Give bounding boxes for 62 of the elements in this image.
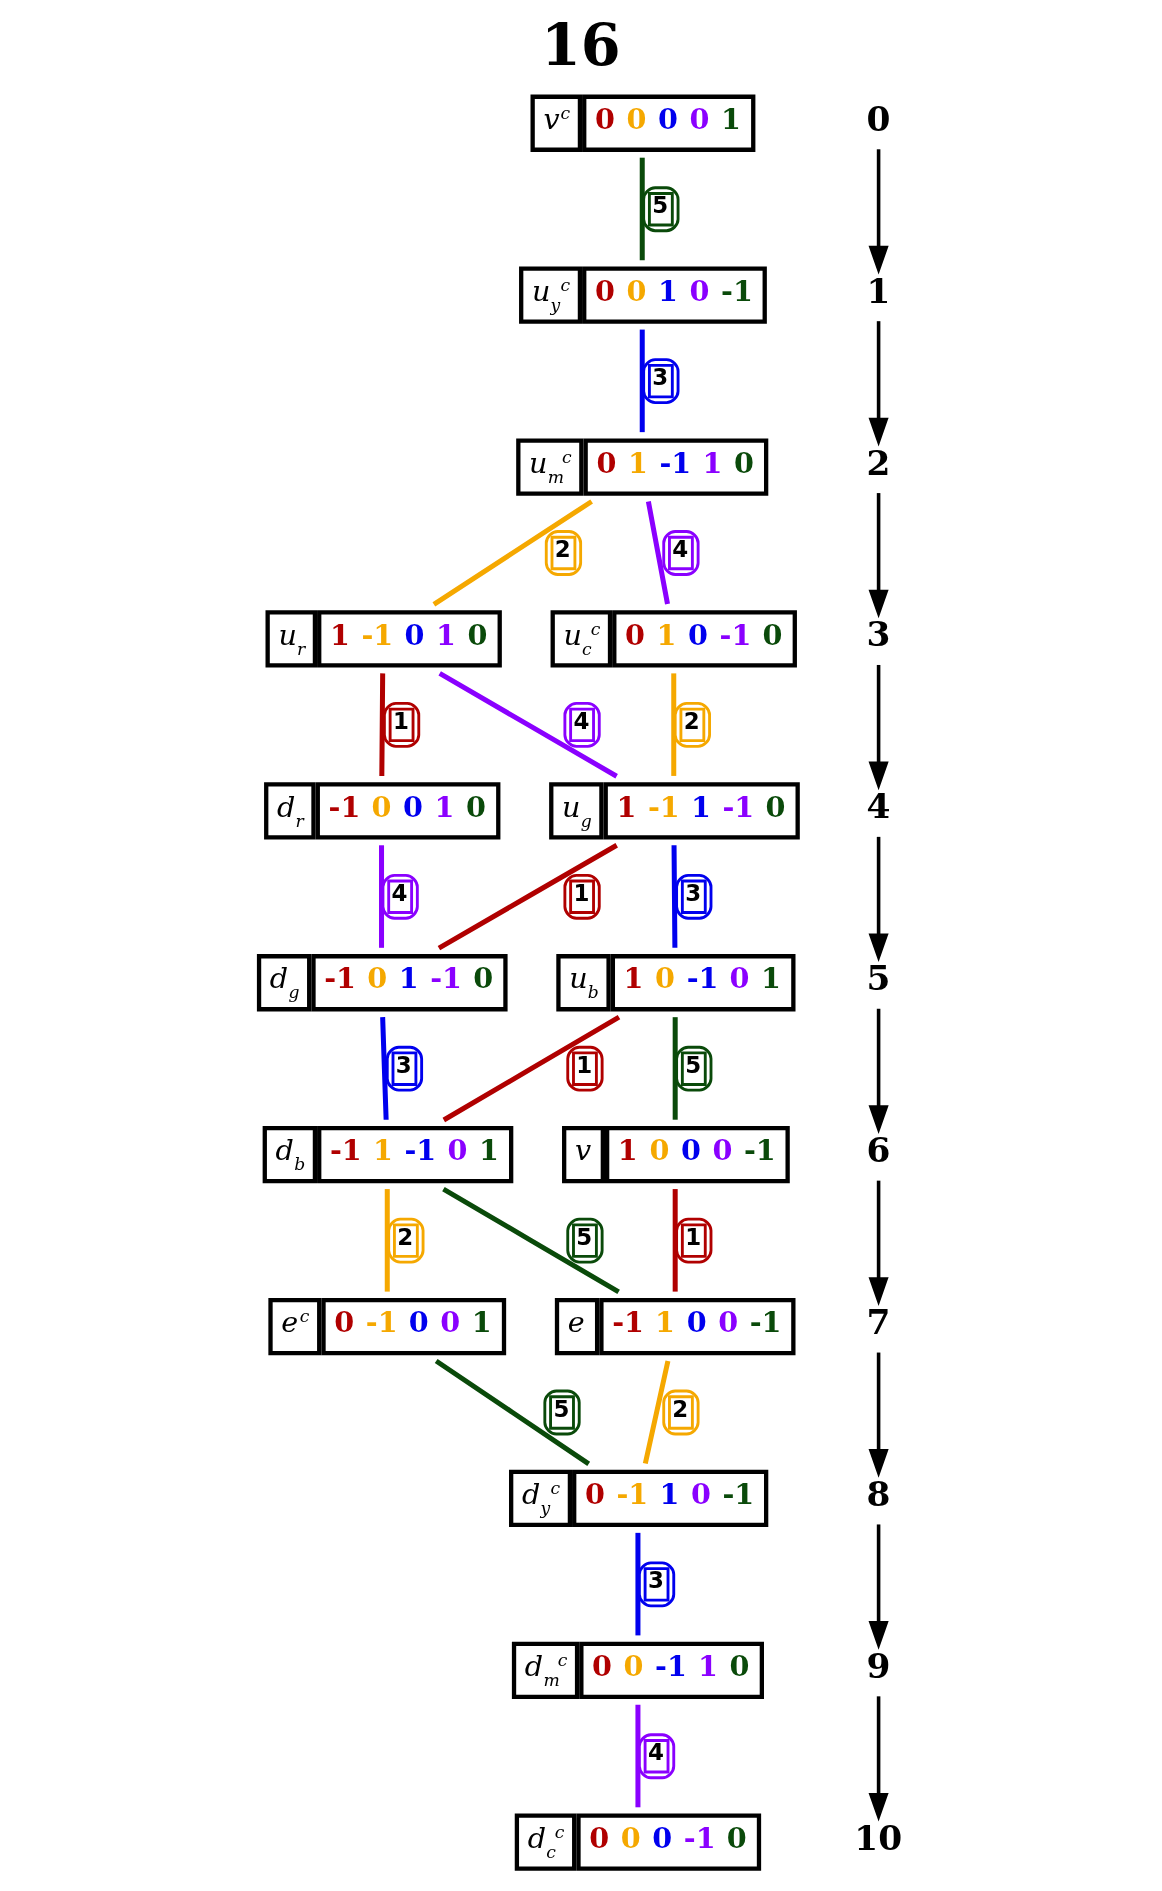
connector	[379, 673, 386, 776]
arrow	[868, 664, 889, 791]
node-text: 10	[854, 1817, 903, 1858]
connector	[672, 1017, 678, 1120]
arrow	[868, 493, 889, 619]
arrow	[868, 1352, 889, 1478]
diagram-title: 16	[540, 10, 621, 79]
edge-label: 1	[573, 879, 590, 906]
edge-label: 5	[652, 192, 669, 219]
edge-label: 2	[554, 536, 571, 563]
connector	[671, 845, 678, 948]
edge-label: 4	[672, 536, 689, 563]
connector	[639, 329, 645, 433]
connector	[379, 845, 385, 948]
edge-label: 5	[553, 1395, 570, 1422]
connector	[635, 1704, 641, 1808]
edge-label: 4	[647, 1739, 664, 1766]
node-text: 5	[866, 958, 891, 999]
edge-label: 1	[685, 1223, 702, 1250]
edge-label: 3	[652, 364, 669, 391]
connector	[380, 1017, 389, 1120]
arrow	[868, 1524, 889, 1650]
edge-label: 2	[672, 1395, 689, 1422]
connector	[434, 1358, 591, 1466]
edge-label: 2	[683, 707, 700, 734]
arrow	[868, 1008, 889, 1134]
edge-label: 5	[685, 1051, 702, 1078]
node-text: 2	[866, 442, 891, 483]
edge-label: 3	[685, 879, 702, 906]
edge-label: 5	[576, 1223, 593, 1250]
edge-label: 3	[647, 1567, 664, 1594]
connector	[438, 671, 618, 779]
edge-label: 4	[391, 879, 408, 906]
connector	[672, 1189, 678, 1292]
node-text: 6	[866, 1130, 891, 1171]
connector	[642, 1360, 671, 1465]
connector	[442, 1015, 621, 1123]
edge-label: 1	[576, 1051, 593, 1078]
connector	[442, 1186, 620, 1295]
arrow	[868, 321, 889, 447]
node-text: 1	[866, 270, 891, 311]
connector	[645, 501, 670, 605]
node-text: 0	[866, 98, 891, 139]
edge-label: 1	[392, 707, 409, 734]
arrow	[868, 149, 889, 275]
connector	[671, 673, 677, 776]
node-text: 8	[866, 1473, 891, 1514]
connector	[437, 843, 618, 951]
arrow	[868, 836, 889, 963]
arrow	[868, 1180, 889, 1306]
connector	[635, 1532, 641, 1636]
node-text: 4	[866, 786, 891, 827]
arrow	[868, 1696, 889, 1822]
connector	[432, 499, 593, 607]
connector	[639, 157, 645, 261]
node-text: 3	[866, 614, 891, 655]
edge-label: 4	[573, 707, 590, 734]
edge-label: 3	[395, 1051, 412, 1078]
node-text: 7	[866, 1301, 891, 1342]
connector	[384, 1189, 390, 1292]
edge-label: 2	[397, 1223, 414, 1250]
node-text: 9	[866, 1645, 891, 1686]
